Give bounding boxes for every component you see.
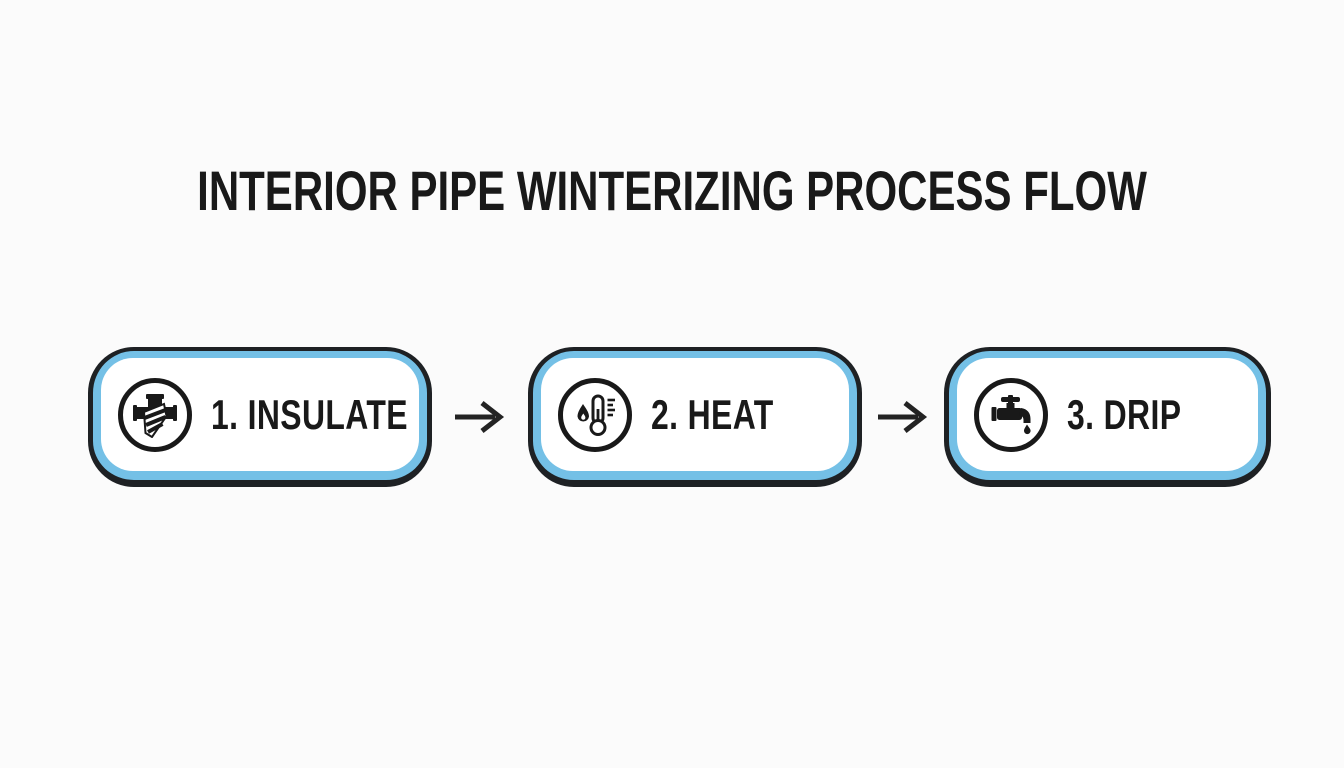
step-box-insulate-inner: 1. INSULATE: [101, 358, 419, 471]
step-label-drip: 3. DRIP: [1067, 390, 1182, 438]
faucet-drip-icon: [974, 377, 1048, 452]
process-flow-row: 1. INSULATE: [88, 347, 1271, 487]
step-box-heat: 2. HEAT: [528, 347, 862, 487]
step-box-insulate: 1. INSULATE: [88, 347, 432, 487]
arrow-right-icon: [862, 397, 944, 437]
step-box-heat-inner: 2. HEAT: [541, 358, 849, 471]
pipe-insulation-icon: [118, 377, 192, 452]
diagram-title: INTERIOR PIPE WINTERIZING PROCESS FLOW: [197, 159, 1147, 222]
step-box-drip: 3. DRIP: [944, 347, 1271, 487]
step-box-drip-inner: 3. DRIP: [957, 358, 1258, 471]
step-label-insulate: 1. INSULATE: [211, 390, 408, 438]
step-label-heat: 2. HEAT: [651, 390, 774, 438]
arrow-right-icon: [432, 397, 528, 437]
thermometer-heat-icon: [558, 377, 632, 452]
